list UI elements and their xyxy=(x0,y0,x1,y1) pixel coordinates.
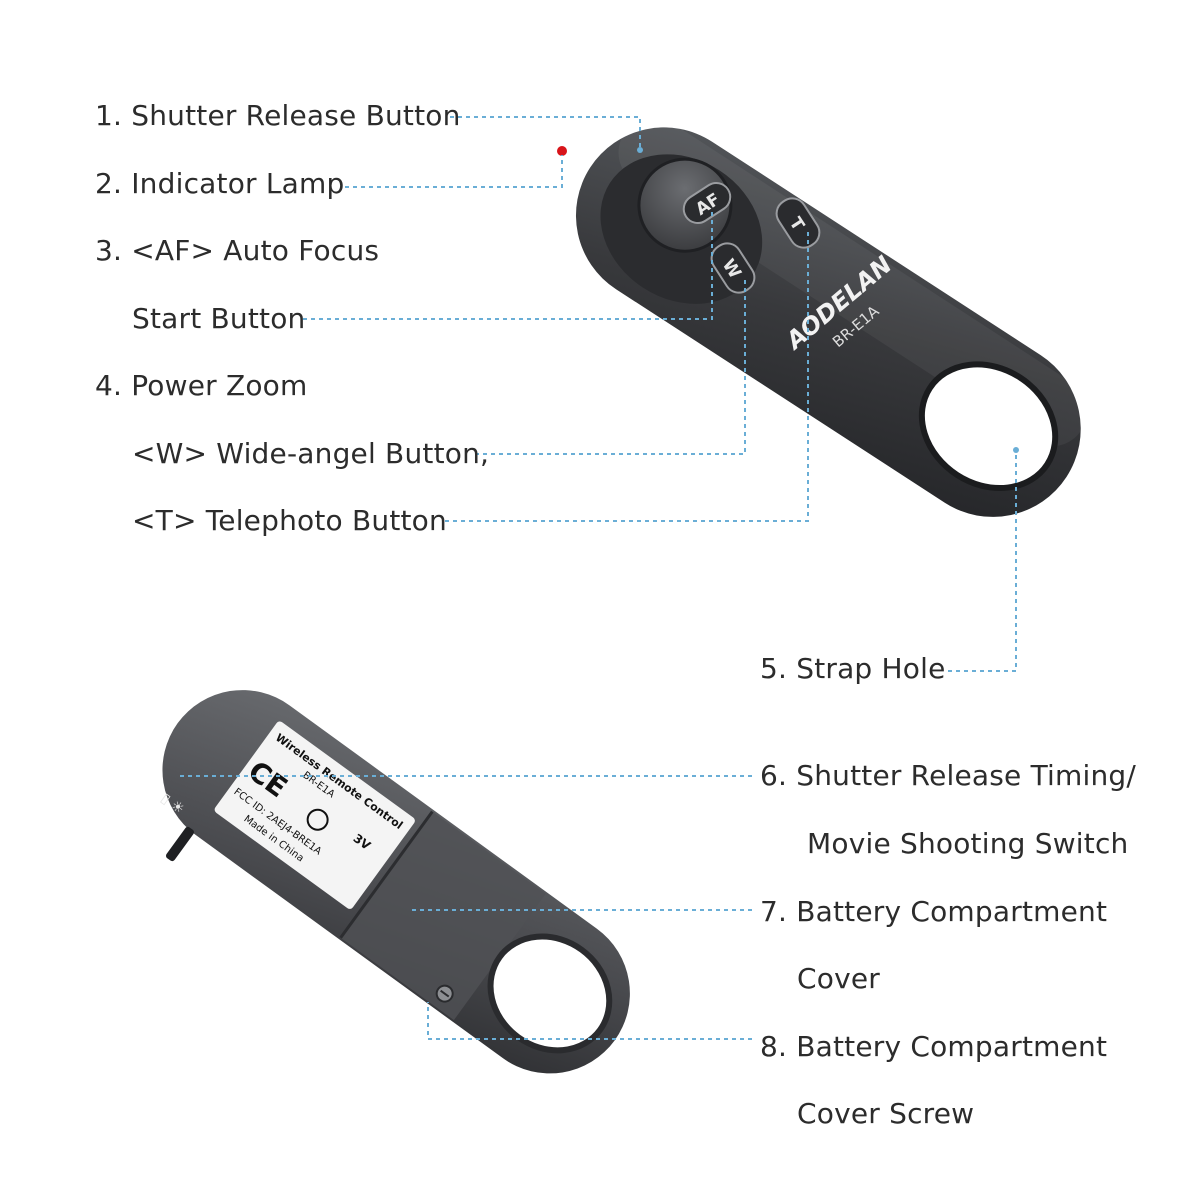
front-strap-hole xyxy=(918,361,1059,492)
label-cover-screw-line2: Cover Screw xyxy=(797,1097,975,1130)
leader-line-1 xyxy=(450,116,641,150)
label-timing-switch-line2: Movie Shooting Switch xyxy=(807,827,1129,860)
label-timing-switch-line1: 6. Shutter Release Timing/ xyxy=(760,759,1137,792)
leader-line-2 xyxy=(345,155,563,188)
label-indicator-lamp: 2. Indicator Lamp xyxy=(95,167,345,200)
leader-endpoints xyxy=(637,147,1019,453)
label-telephoto: <T> Telephoto Button xyxy=(132,504,447,537)
back-remote: Wireless Remote Control BR-E1A CE 3V FCC… xyxy=(162,690,630,1074)
leader-line-4t xyxy=(445,230,809,522)
label-shutter-release-button: 1. Shutter Release Button xyxy=(95,99,461,132)
leader-line-4w xyxy=(475,276,746,455)
leader-lines xyxy=(180,116,1017,1040)
mode-switch[interactable] xyxy=(165,826,195,863)
label-wide-angle: <W> Wide-angel Button, xyxy=(132,437,490,470)
indicator-lamp xyxy=(557,146,567,156)
label-af-line1: 3. <AF> Auto Focus xyxy=(95,234,380,267)
label-battery-cover-line1: 7. Battery Compartment xyxy=(760,895,1108,928)
label-cover-screw-line1: 8. Battery Compartment xyxy=(760,1030,1108,1063)
front-remote xyxy=(575,117,1087,517)
leader-line-3 xyxy=(303,212,713,320)
label-battery-cover-line2: Cover xyxy=(797,962,880,995)
label-power-zoom: 4. Power Zoom xyxy=(95,369,308,402)
back-strap-hole xyxy=(487,933,613,1054)
label-strap-hole: 5. Strap Hole xyxy=(760,652,946,685)
back-sticker xyxy=(214,721,415,909)
label-af-line2: Start Button xyxy=(132,302,306,335)
battery-compartment-cover xyxy=(340,811,546,1021)
leader-line-5 xyxy=(948,450,1017,672)
leader-line-8 xyxy=(427,1002,752,1040)
wide-angle-button[interactable]: W xyxy=(706,238,759,298)
